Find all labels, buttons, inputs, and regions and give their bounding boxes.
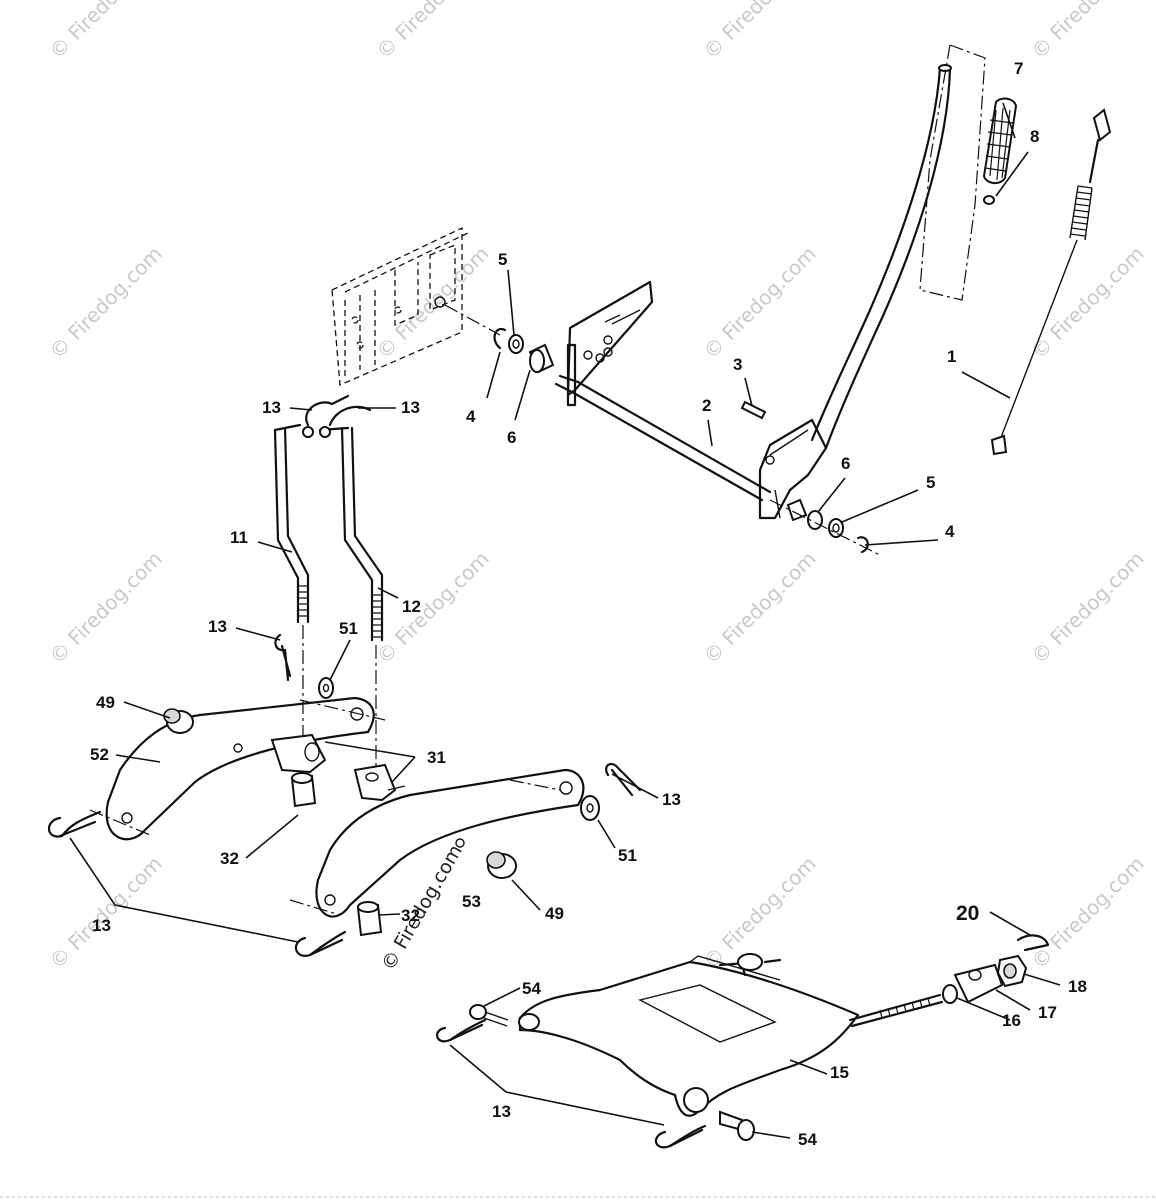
callout-15: 15 — [830, 1063, 849, 1082]
trunnion-right — [353, 763, 406, 937]
lift-link-left — [273, 423, 310, 624]
hairpin-clip-20 — [1016, 934, 1050, 952]
callout-31: 31 — [427, 748, 446, 767]
right-shaft-hardware — [769, 498, 881, 556]
watermark-text: © Firedog.com — [699, 546, 821, 668]
link-centerlines — [302, 625, 377, 770]
hairpin-clip-bottom-right — [654, 1124, 707, 1149]
pivot-plate — [566, 280, 654, 407]
hairpin-clip-lower-frame — [436, 1018, 487, 1043]
left-shaft-hardware — [493, 327, 555, 374]
center-watermark: © Firedog.com — [377, 841, 467, 974]
callout-32-right: 32 — [401, 906, 420, 925]
callout-4-left: 4 — [466, 407, 476, 426]
frame-bracket-hidden — [331, 226, 501, 386]
callout-17: 17 — [1038, 1003, 1057, 1022]
lift-handle — [758, 64, 952, 520]
callout-49-right: 49 — [545, 904, 564, 923]
callout-12: 12 — [402, 597, 421, 616]
callout-13-top-left: 13 — [262, 398, 281, 417]
watermark-text: © Firedog.com — [372, 546, 494, 668]
leader-lines — [69, 102, 1061, 1139]
callout-51-left: 51 — [339, 619, 358, 638]
flange-nut-right — [486, 851, 517, 879]
hairpin-clip-bottom — [294, 930, 347, 957]
flange-nut-left — [163, 708, 194, 734]
watermark-text: © Firedog.com — [699, 0, 821, 64]
hex-nut — [996, 954, 1028, 988]
callout-13-lower-left: 13 — [92, 916, 111, 935]
watermark-text: © Firedog.com — [45, 241, 167, 363]
callout-7: 7 — [1014, 59, 1023, 78]
lift-link-right — [318, 426, 384, 642]
hairpin-clip-mid-right — [605, 762, 642, 797]
callout-1: 1 — [947, 347, 956, 366]
pin — [740, 400, 767, 420]
callout-3: 3 — [733, 355, 742, 374]
callout-13-mid-left: 13 — [208, 617, 227, 636]
callout-5-left: 5 — [498, 250, 507, 269]
watermark-text: © Firedog.com — [699, 851, 821, 973]
callout-49-left: 49 — [96, 693, 115, 712]
callout-54-lower: 54 — [798, 1130, 817, 1149]
watermark-text: © Firedog.com — [45, 0, 167, 64]
lift-shaft — [554, 374, 772, 502]
watermark-text: © Firedog.com — [699, 241, 821, 363]
callout-13-bottom: 13 — [492, 1102, 511, 1121]
watermark-text: © Firedog.com — [372, 0, 494, 64]
callout-20: 20 — [956, 902, 979, 925]
watermark-text: © Firedog.com — [1027, 241, 1149, 363]
watermark-layer: © Firedog.com © Firedog.com © Firedog.co… — [45, 0, 1149, 974]
lift-arm-left — [89, 696, 386, 841]
lift-cable — [990, 108, 1112, 456]
callout-13-top-right: 13 — [401, 398, 420, 417]
jam-nut — [942, 984, 958, 1004]
washer-left — [318, 677, 334, 699]
watermark-text: © Firedog.com — [1027, 851, 1149, 973]
callout-6-right: 6 — [841, 454, 850, 473]
top-hairpin-clips — [302, 394, 372, 438]
hairpin-clip-mid-left — [274, 633, 292, 682]
handle-grip — [982, 97, 1018, 205]
watermark-text: © Firedog.com — [45, 546, 167, 668]
callout-54-upper: 54 — [522, 979, 541, 998]
watermark-text: © Firedog.com — [1027, 546, 1149, 668]
watermark-text: © Firedog.com — [1027, 0, 1149, 64]
callout-53: 53 — [462, 892, 481, 911]
callout-11: 11 — [230, 528, 248, 547]
callout-16: 16 — [1002, 1011, 1021, 1030]
shoulder-bolt-lower — [719, 1110, 755, 1141]
callout-51-right: 51 — [618, 846, 637, 865]
hairpin-clip-lower-left — [47, 810, 102, 838]
callout-6-left: 6 — [507, 428, 516, 447]
callout-2: 2 — [702, 396, 711, 415]
callout-4-right: 4 — [945, 522, 955, 541]
trunnion-left — [270, 733, 327, 808]
handle-extension-hidden — [919, 44, 986, 301]
callout-5-right: 5 — [926, 473, 935, 492]
front-hanger-bracket — [518, 953, 860, 1117]
washer-right — [580, 795, 600, 821]
callout-32-left: 32 — [220, 849, 239, 868]
callout-13-mid-right: 13 — [662, 790, 681, 809]
callout-18: 18 — [1068, 977, 1087, 996]
callout-52: 52 — [90, 745, 109, 764]
clevis — [953, 963, 1004, 1004]
adjustment-rod — [848, 993, 944, 1028]
shoulder-bolt-upper — [469, 1004, 509, 1027]
lift-arm-right — [289, 768, 585, 918]
callout-labels: 1 2 3 4 4 5 5 6 6 7 8 11 12 13 13 13 13 … — [90, 59, 1087, 1149]
callout-8: 8 — [1030, 127, 1039, 146]
